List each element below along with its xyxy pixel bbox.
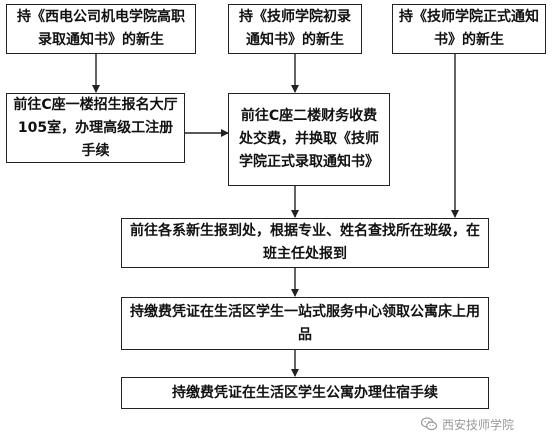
node-dorm: 持缴费凭证在生活区学生公寓办理住宿手续 [121,377,489,409]
node-right-top: 持《技师学院正式通知书》的新生 [392,4,546,54]
node-left-top: 持《西电公司机电学院高职录取通知书》的新生 [6,4,196,54]
wechat-icon [420,417,438,431]
node-dept-report-text: 前往各系新生报到处，根据专业、姓名查找所在班级，在班主任处报到 [130,223,480,262]
node-mid-top-text: 持《技师学院初录通知书》的新生 [239,9,351,48]
node-left-registration: 前往C座一楼招生报名大厅105室，办理高级工注册手续 [6,93,185,163]
node-left-top-text: 持《西电公司机电学院高职录取通知书》的新生 [17,9,185,48]
node-fee-office: 前往C座二楼财务收费处交费，并换取《技师学院正式录取通知书》 [228,93,390,186]
node-mid-top: 持《技师学院初录通知书》的新生 [228,4,362,54]
node-fee-office-text: 前往C座二楼财务收费处交费，并换取《技师学院正式录取通知书》 [239,108,379,170]
node-bedding-text: 持缴费凭证在生活区学生一站式服务中心领取公寓床上用品 [130,303,480,343]
node-left-registration-text: 前往C座一楼招生报名大厅105室，办理高级工注册手续 [13,96,178,159]
watermark: 西安技师学院 [420,412,550,436]
node-right-top-text: 持《技师学院正式通知书》的新生 [399,9,539,48]
node-bedding: 持缴费凭证在生活区学生一站式服务中心领取公寓床上用品 [121,297,489,350]
watermark-text: 西安技师学院 [442,417,515,432]
node-dept-report: 前往各系新生报到处，根据专业、姓名查找所在班级，在班主任处报到 [121,218,489,268]
node-dorm-text: 持缴费凭证在生活区学生公寓办理住宿手续 [172,384,438,401]
